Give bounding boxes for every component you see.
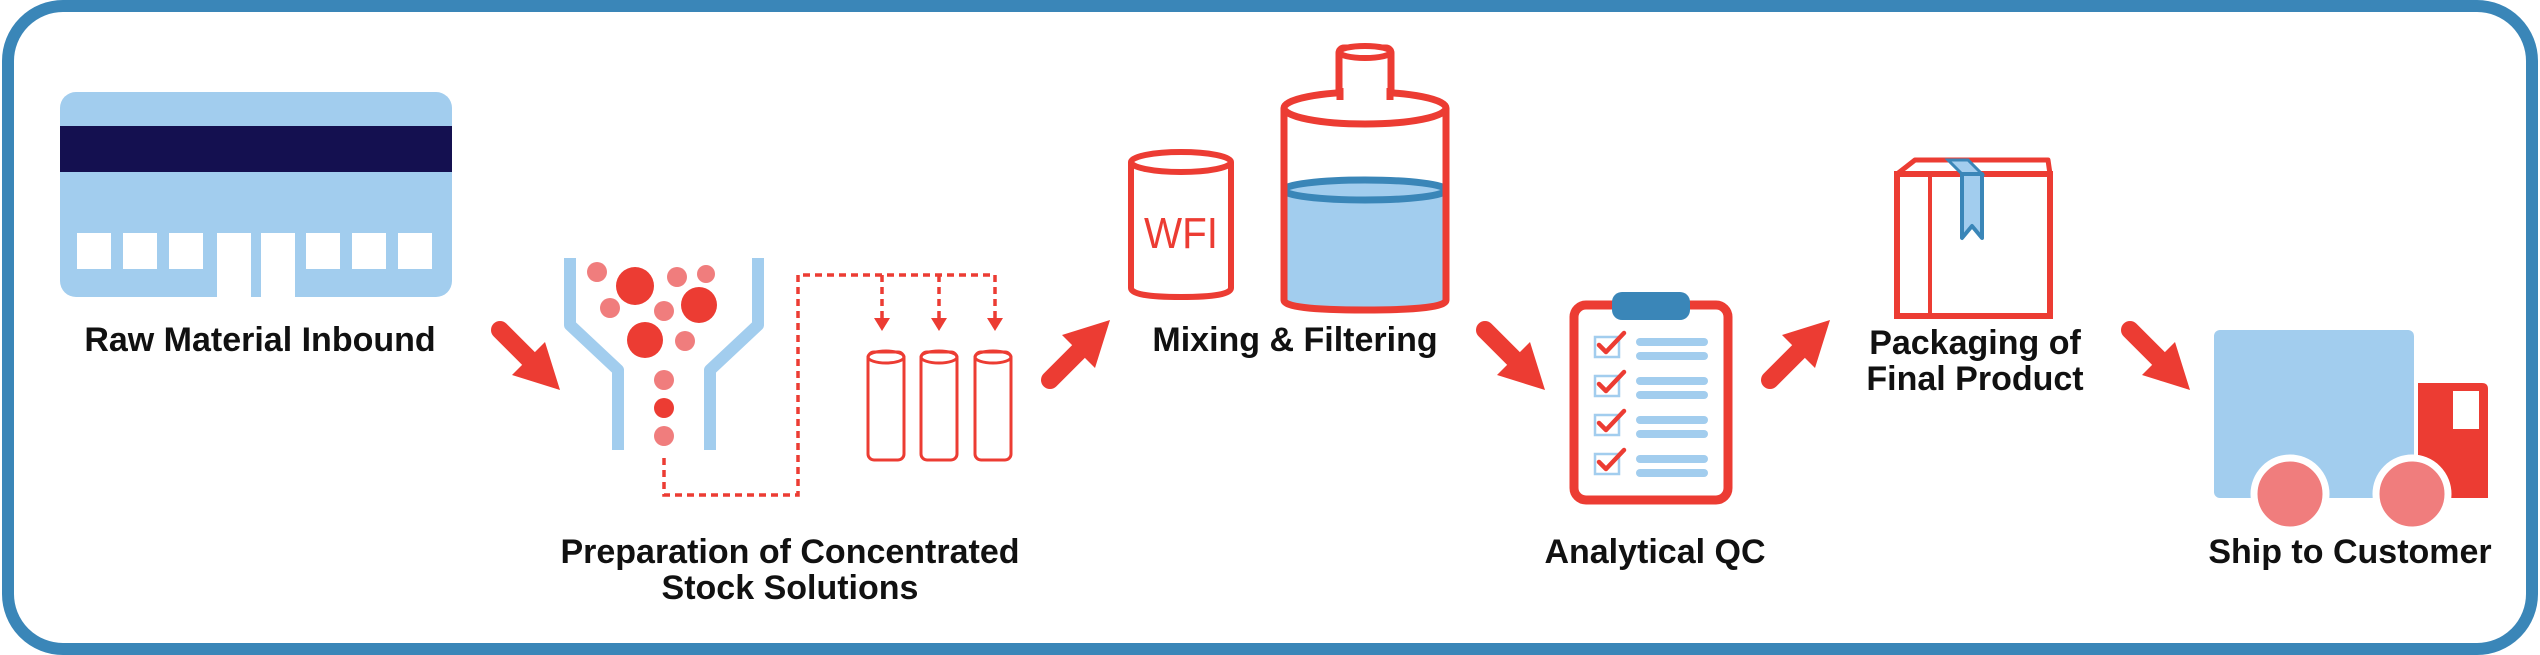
flow-arrow-2-icon (1041, 320, 1110, 389)
dotted-transfer-lines (662, 273, 997, 497)
label-mixing-filtering: Mixing & Filtering (1120, 322, 1470, 358)
dotted-arrowheads (874, 318, 1003, 331)
flow-arrow-1-icon (491, 321, 560, 390)
label-line: Preparation of Concentrated (560, 533, 1020, 571)
flow-arrow-3-icon (1476, 321, 1545, 390)
label-line: Raw Material Inbound (84, 321, 436, 359)
label-line: Packaging of (1869, 324, 2081, 362)
label-line: Ship to Customer (2208, 533, 2492, 571)
flow-arrow-4-icon (1761, 320, 1830, 389)
label-packaging: Packaging of Final Product (1820, 325, 2130, 397)
label-raw-material-inbound: Raw Material Inbound (50, 322, 470, 358)
label-line: Final Product (1866, 360, 2084, 398)
label-analytical-qc: Analytical QC (1500, 534, 1810, 570)
label-line: Analytical QC (1544, 533, 1766, 571)
test-tubes-icon (866, 349, 1013, 462)
building-icon (60, 92, 452, 297)
label-line: Mixing & Filtering (1152, 321, 1438, 359)
label-ship-to-customer: Ship to Customer (2180, 534, 2520, 570)
box-icon (1894, 157, 2053, 319)
wfi-drum-icon (1128, 149, 1234, 301)
truck-icon (2214, 330, 2488, 534)
funnel-icon (564, 258, 764, 450)
label-line: Stock Solutions (661, 569, 919, 607)
wfi-drum-label: WFI (1144, 209, 1218, 258)
label-stock-solutions: Preparation of Concentrated Stock Soluti… (520, 534, 1060, 606)
flow-arrow-5-icon (2121, 321, 2190, 390)
mixing-tank-icon (1280, 43, 1450, 314)
clipboard-icon (1569, 292, 1733, 505)
